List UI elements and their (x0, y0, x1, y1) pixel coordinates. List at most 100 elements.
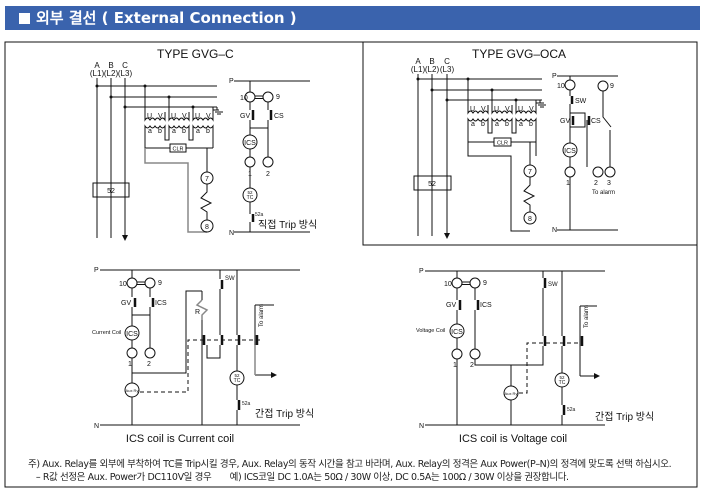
clr-resistor (493, 137, 512, 147)
svg-text:SW: SW (575, 98, 587, 105)
svg-text:9: 9 (610, 83, 614, 90)
svg-text:3: 3 (607, 180, 611, 187)
svg-text:C: C (444, 57, 450, 66)
svg-text:2: 2 (470, 362, 474, 369)
coil-label: Current Coil (92, 330, 121, 336)
svg-text:8: 8 (528, 216, 532, 223)
outer-frame (4, 41, 698, 488)
svg-text:U: U (518, 106, 523, 113)
terminal-7 (523, 164, 537, 178)
caption: ICS coil is Voltage coil (459, 433, 567, 445)
line-label: (L1) (90, 69, 105, 78)
diagram-title: TYPE GVG–OCA (472, 47, 566, 61)
svg-text:P: P (552, 73, 557, 80)
svg-text:b: b (182, 128, 186, 135)
terminal-1 (564, 166, 576, 178)
svg-text:TC: TC (234, 378, 241, 384)
svg-text:CLR: CLR (497, 141, 508, 147)
method-label: 직접 Trip 방식 (258, 219, 317, 231)
svg-text:V: V (505, 106, 510, 113)
svg-text:1: 1 (128, 361, 132, 368)
line-label: (L2) (104, 69, 119, 78)
phase-label: C (122, 61, 128, 70)
svg-text:8: 8 (205, 224, 209, 231)
square-bullet-icon (19, 13, 30, 24)
svg-text:2: 2 (147, 361, 151, 368)
terminal-2 (144, 347, 156, 359)
svg-text:52: 52 (107, 188, 115, 195)
diagram-voltage-coil: P N 10 9 GV ICS ICS Voltage Coil 1 2 Aux… (416, 268, 654, 445)
terminal-1 (244, 156, 256, 168)
svg-text:1: 1 (248, 171, 252, 178)
svg-text:SW: SW (225, 276, 235, 282)
svg-text:(L1): (L1) (411, 65, 426, 74)
svg-text:9: 9 (483, 280, 487, 287)
svg-text:a: a (519, 121, 523, 128)
terminal-2 (469, 348, 481, 360)
section-header: 외부 결선 ( External Connection ) (5, 6, 700, 30)
phase-label: B (108, 61, 113, 70)
terminal-8 (523, 211, 537, 225)
svg-text:R: R (195, 309, 200, 316)
terminal-8 (200, 219, 214, 233)
svg-text:52: 52 (559, 375, 565, 380)
svg-text:9: 9 (276, 94, 280, 101)
clr-label: CLR (172, 147, 183, 153)
svg-text:a: a (471, 121, 475, 128)
svg-text:U: U (171, 113, 176, 120)
svg-text:B: B (429, 57, 434, 66)
svg-text:CS: CS (274, 113, 284, 120)
svg-text:U: U (470, 106, 475, 113)
svg-text:GV: GV (121, 300, 131, 307)
svg-text:ICS: ICS (451, 329, 463, 336)
terminal-9 (469, 277, 481, 289)
svg-text:10: 10 (240, 95, 248, 102)
svg-text:b: b (505, 121, 509, 128)
terminal-9 (144, 277, 156, 289)
svg-text:52a: 52a (567, 407, 576, 413)
svg-text:U: U (494, 106, 499, 113)
svg-text:CS: CS (591, 118, 601, 125)
ics-coil (449, 323, 465, 339)
svg-text:V: V (529, 106, 534, 113)
svg-text:a: a (148, 128, 152, 135)
method-label: 간접 Trip 방식 (595, 411, 654, 423)
trip-coil (229, 370, 245, 386)
svg-text:b: b (529, 121, 533, 128)
svg-text:P: P (419, 268, 424, 275)
svg-text:a: a (495, 121, 499, 128)
svg-text:V: V (158, 113, 163, 120)
trip-coil (242, 187, 258, 203)
aux-relay (503, 385, 519, 401)
svg-text:(L3): (L3) (440, 65, 455, 74)
svg-text:GV: GV (560, 118, 570, 125)
terminal-1 (451, 348, 463, 360)
svg-text:(L2): (L2) (425, 65, 440, 74)
svg-text:10: 10 (119, 281, 127, 288)
svg-text:2: 2 (594, 180, 598, 187)
n-label: N (229, 230, 234, 237)
terminal-10 (451, 277, 463, 289)
diagram-title: TYPE GVG–C (157, 47, 234, 61)
svg-text:9: 9 (158, 280, 162, 287)
svg-text:ICS: ICS (480, 302, 492, 309)
terminal-2 (262, 156, 274, 168)
svg-text:2: 2 (266, 171, 270, 178)
terminal-7 (200, 171, 214, 185)
note-line-1: 주) Aux. Relay를 외부에 부착하여 TC를 Trip시킬 경우, A… (28, 459, 672, 470)
svg-text:a: a (196, 128, 200, 135)
svg-text:N: N (552, 227, 557, 234)
svg-text:7: 7 (528, 169, 532, 176)
svg-text:GV: GV (240, 113, 250, 120)
svg-text:V: V (206, 113, 211, 120)
caption: ICS coil is Current coil (126, 433, 234, 445)
svg-text:ICS: ICS (244, 140, 256, 147)
ground-icon (536, 100, 546, 108)
svg-text:Aux Ry: Aux Ry (126, 388, 139, 393)
ics-coil (242, 134, 258, 150)
terminal-10 (244, 91, 256, 103)
phase-label: A (94, 61, 100, 70)
svg-text:10: 10 (557, 83, 565, 90)
